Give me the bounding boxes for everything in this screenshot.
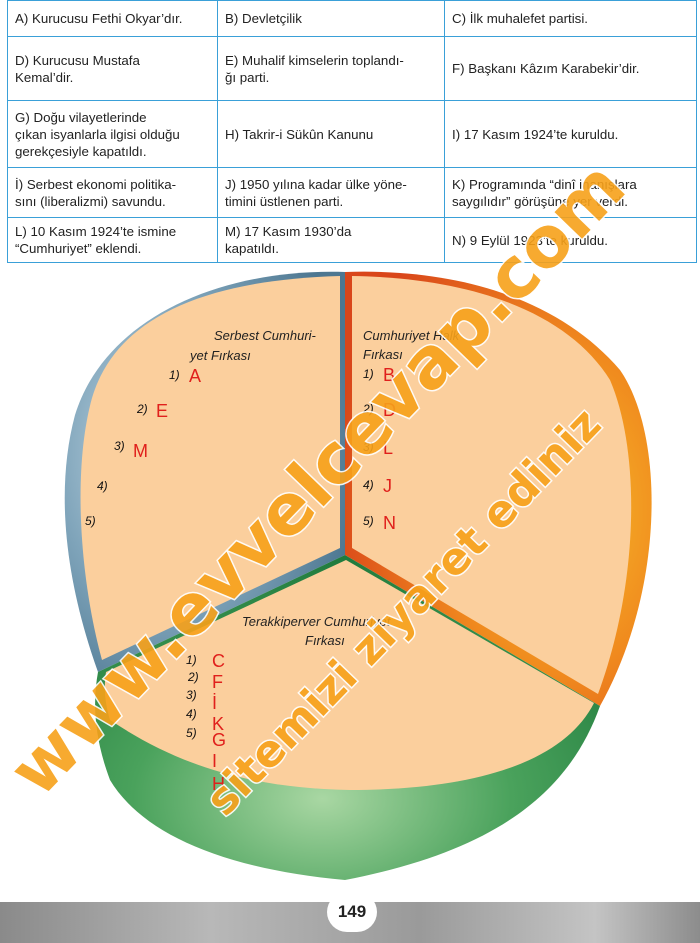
chp-segment (352, 276, 632, 694)
chp-num-4: 4) (363, 478, 374, 492)
table-cell: C) İlk muhalefet partisi. (444, 0, 697, 37)
serbest-title-line2: yet Fırkası (189, 348, 251, 363)
table-cell: H) Takrir-i Sükûn Kanunu (217, 100, 445, 168)
terakkiperver-answer-5: G (212, 730, 226, 750)
table-cell: N) 9 Eylül 1923’te kuruldu. (444, 217, 697, 263)
chp-answer-1: B (383, 365, 395, 385)
table-cell: B) Devletçilik (217, 0, 445, 37)
table-cell: J) 1950 yılına kadar ülke yöne- timini ü… (217, 167, 445, 218)
table-row: G) Doğu vilayetlerinde çıkan isyanlarla … (7, 100, 697, 168)
clue-table: A) Kurucusu Fethi Okyar’dır. B) Devletçi… (7, 0, 697, 263)
serbest-num-1: 1) (169, 368, 180, 382)
terakkiperver-num-4: 4) (186, 707, 197, 721)
terakkiperver-title-line1: Terakkiperver Cumhuriyet (242, 614, 392, 629)
terakkiperver-answer-7: H (212, 774, 225, 794)
table-cell: A) Kurucusu Fethi Okyar’dır. (7, 0, 218, 37)
table-row: D) Kurucusu Mustafa Kemal’dir. E) Muhali… (7, 36, 697, 101)
terakkiperver-answer-2: F (212, 672, 223, 692)
terakkiperver-num-5: 5) (186, 726, 197, 740)
serbest-num-4: 4) (97, 479, 108, 493)
table-cell: I) 17 Kasım 1924’te kuruldu. (444, 100, 697, 168)
chp-num-5: 5) (363, 514, 374, 528)
table-cell: F) Başkanı Kâzım Karabekir’dir. (444, 36, 697, 101)
chp-answer-5: N (383, 513, 396, 533)
chp-title-line2: Fırkası (363, 347, 403, 362)
serbest-num-2: 2) (136, 402, 148, 416)
table-cell: G) Doğu vilayetlerinde çıkan isyanlarla … (7, 100, 218, 168)
table-row: L) 10 Kasım 1924’te ismine “Cumhuriyet” … (7, 217, 697, 263)
table-cell: L) 10 Kasım 1924’te ismine “Cumhuriyet” … (7, 217, 218, 263)
page-number: 149 (327, 892, 377, 932)
terakkiperver-num-3: 3) (186, 688, 197, 702)
chp-num-2: 2) (362, 402, 374, 416)
chp-answer-3: L (383, 438, 393, 458)
table-row: İ) Serbest ekonomi politika- sını (liber… (7, 167, 697, 218)
chp-title-line1: Cumhuriyet Halk (363, 328, 461, 343)
table-cell: İ) Serbest ekonomi politika- sını (liber… (7, 167, 218, 218)
chp-answer-4: J (383, 476, 392, 496)
terakkiperver-answer-6: I (212, 751, 217, 771)
serbest-answer-3: M (133, 441, 148, 461)
chp-answer-2: D (383, 400, 396, 420)
chp-num-1: 1) (363, 367, 374, 381)
terakkiperver-num-2: 2) (187, 670, 199, 684)
table-row: A) Kurucusu Fethi Okyar’dır. B) Devletçi… (7, 0, 697, 37)
serbest-title-line1: Serbest Cumhuri- (214, 328, 317, 343)
terakkiperver-answer-4: K (212, 714, 224, 734)
serbest-answer-2: E (156, 401, 168, 421)
terakkiperver-segment (104, 560, 595, 790)
terakkiperver-answer-1: C (212, 651, 225, 671)
chp-num-3: 3) (363, 440, 374, 454)
serbest-segment (80, 276, 340, 660)
table-cell: E) Muhalif kimselerin toplandı- ğı parti… (217, 36, 445, 101)
serbest-num-3: 3) (114, 439, 125, 453)
terakkiperver-title-line2: Fırkası (305, 633, 345, 648)
terakkiperver-num-1: 1) (186, 653, 197, 667)
serbest-answer-1: A (189, 366, 201, 386)
table-cell: M) 17 Kasım 1930’da kapatıldı. (217, 217, 445, 263)
terakkiperver-answer-3: İ (212, 693, 217, 713)
serbest-num-5: 5) (85, 514, 96, 528)
table-cell: K) Programında “dinî inanışlara saygılıd… (444, 167, 697, 218)
